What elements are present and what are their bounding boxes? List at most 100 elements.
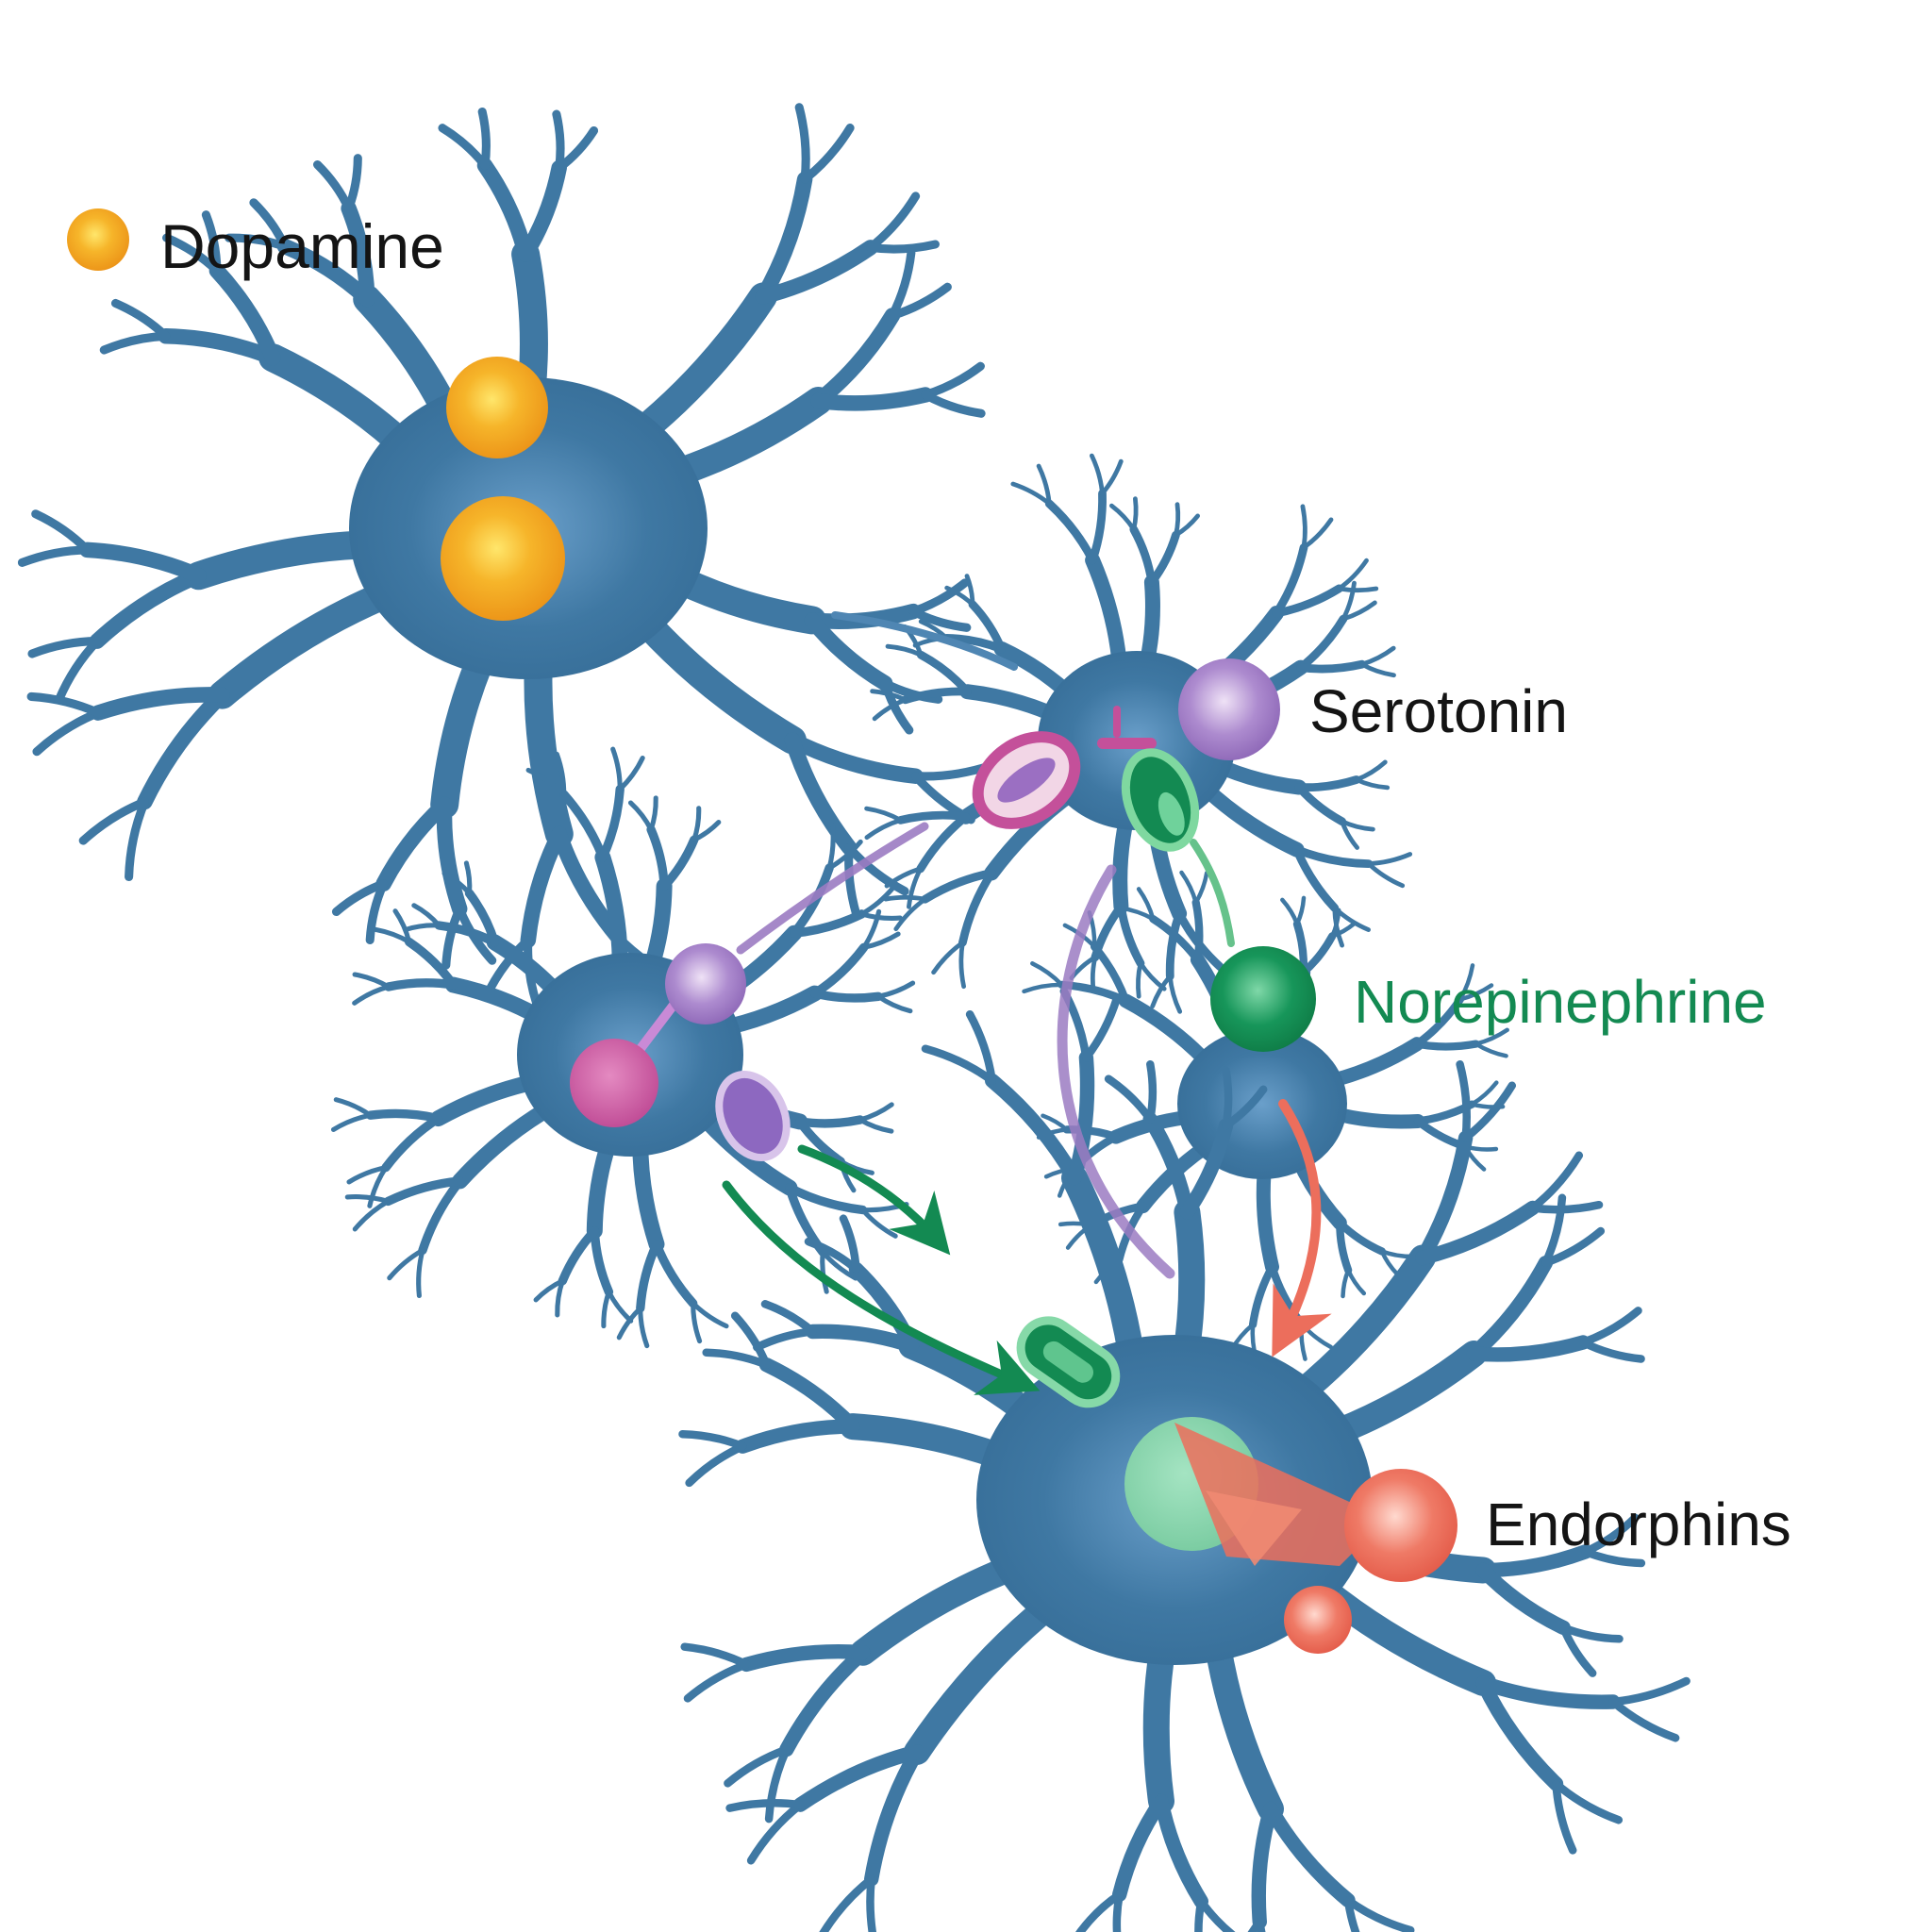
dendrite	[1343, 1896, 1360, 1932]
dendrite	[32, 708, 103, 757]
serotonin-path-upper	[736, 822, 929, 955]
dendrite	[1340, 819, 1359, 850]
dendrite	[985, 1073, 1082, 1186]
dendrite	[381, 1113, 443, 1173]
dendrite	[1022, 982, 1064, 994]
dendrite	[1541, 1226, 1606, 1267]
dendrite	[1301, 517, 1334, 550]
dendrite	[330, 1112, 374, 1132]
dendrite	[89, 568, 207, 649]
dendrite	[921, 390, 986, 418]
dendrite	[965, 1009, 996, 1085]
dendrite	[864, 1744, 924, 1887]
dendrite	[1415, 1130, 1474, 1266]
norepinephrine-molecule	[1210, 946, 1316, 1052]
dendrite	[1354, 759, 1388, 782]
dendrite	[964, 574, 975, 608]
endorphins-molecule-small	[1284, 1586, 1352, 1654]
dendrite	[1329, 921, 1357, 939]
dendrite	[848, 1261, 920, 1354]
dendrite	[110, 298, 171, 341]
dendrite	[418, 1176, 465, 1255]
dendrite	[158, 328, 281, 366]
dendrite	[1354, 777, 1391, 791]
dendrite	[1336, 1219, 1353, 1274]
dendrite	[1294, 775, 1361, 792]
dendrite	[1341, 1268, 1351, 1299]
dendrite	[1341, 600, 1377, 622]
dendrite	[90, 687, 230, 721]
dendrite	[1608, 1697, 1680, 1742]
norepinephrine-label: Norepinephrine	[1354, 968, 1767, 1036]
dendrite	[826, 839, 863, 871]
dendrite	[921, 1044, 996, 1085]
dendrite	[779, 1645, 871, 1757]
dendrite	[659, 835, 699, 891]
dendrite	[1075, 1890, 1124, 1932]
dendrite	[344, 1194, 391, 1204]
dendrite	[1149, 914, 1202, 964]
dendrite	[559, 790, 608, 862]
dendrite	[648, 795, 658, 832]
dendrite	[1154, 1793, 1208, 1909]
dendrite	[875, 980, 916, 999]
dendrite	[1197, 1897, 1236, 1932]
serotonin-path-long	[1057, 864, 1175, 1279]
dendrite	[907, 866, 924, 909]
dendrite	[646, 824, 669, 891]
dendrite	[1112, 1793, 1169, 1902]
dendrite	[1541, 1193, 1567, 1267]
dendrite	[1292, 845, 1374, 868]
dendrite	[1581, 1513, 1640, 1557]
dendrite	[810, 387, 934, 411]
dendrite	[691, 820, 722, 842]
dendrite	[839, 1214, 860, 1274]
dendrite	[858, 1117, 894, 1134]
dendrite	[1475, 1675, 1564, 1791]
dendrite	[555, 1278, 565, 1318]
dendrite	[476, 158, 534, 262]
dendrite	[820, 1249, 858, 1281]
dendrite	[333, 1097, 374, 1118]
dendrite	[685, 1441, 747, 1488]
dendrite	[784, 732, 858, 856]
dendrite	[1193, 871, 1209, 905]
dendrite	[678, 1429, 747, 1451]
dendrite	[1150, 974, 1173, 1009]
dendrite	[1412, 1040, 1480, 1051]
dendrite	[1581, 1547, 1646, 1568]
dendrite	[1136, 887, 1156, 922]
dendrite	[1292, 845, 1340, 912]
dendrite	[1174, 513, 1200, 538]
dendrite	[819, 1874, 875, 1932]
dendrite	[1466, 1256, 1554, 1361]
dendrite	[683, 1660, 751, 1703]
dendrite	[79, 541, 207, 584]
dendrite	[1247, 1917, 1264, 1932]
dendrite	[1036, 463, 1052, 507]
neuron-left	[330, 746, 916, 1349]
dendrite	[1608, 1676, 1690, 1707]
dendrite	[1165, 909, 1184, 981]
dendrite	[958, 940, 966, 990]
dendrite	[893, 896, 927, 932]
endorphins-arrow	[1272, 1099, 1332, 1357]
dendrite	[1280, 897, 1300, 926]
dopamine-label: Dopamine	[160, 211, 444, 281]
dendrite	[864, 818, 904, 841]
dendrite	[1552, 1779, 1577, 1855]
dendrite	[1578, 1338, 1645, 1363]
norepinephrine-path-upper	[1190, 839, 1235, 947]
dendrite	[441, 904, 464, 970]
dendrite	[617, 755, 645, 792]
dendrite	[486, 936, 533, 993]
dendrite	[875, 993, 913, 1014]
dendrite	[1296, 659, 1367, 674]
dendrite	[1466, 1335, 1591, 1362]
dendrite	[1222, 1085, 1268, 1130]
dendrite	[403, 923, 441, 933]
dendrite	[809, 942, 869, 998]
dendrite	[864, 806, 904, 823]
